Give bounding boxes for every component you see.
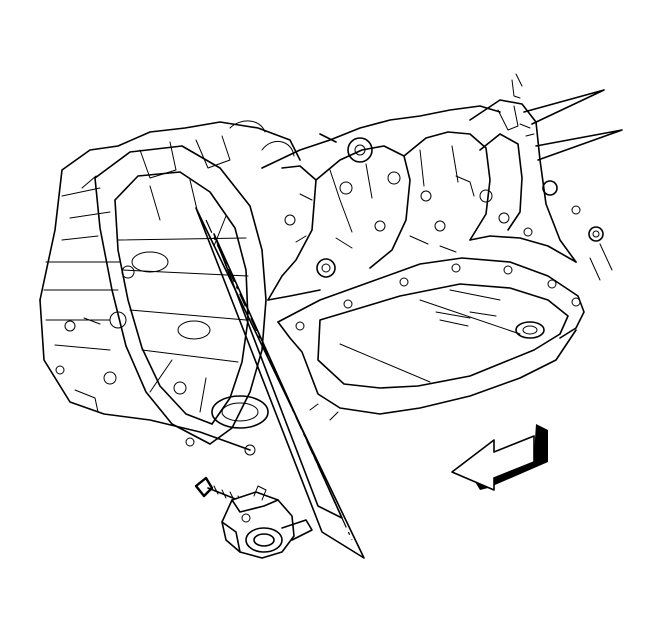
engine-block-left <box>39 120 301 451</box>
sensor-icon <box>221 485 313 559</box>
bellhousing-flange <box>81 145 269 456</box>
oil-pan <box>277 257 585 421</box>
left-arrow-icon <box>451 424 548 491</box>
transmission-case <box>261 105 501 301</box>
tail-housing <box>469 73 623 281</box>
detail-callout <box>195 207 365 559</box>
